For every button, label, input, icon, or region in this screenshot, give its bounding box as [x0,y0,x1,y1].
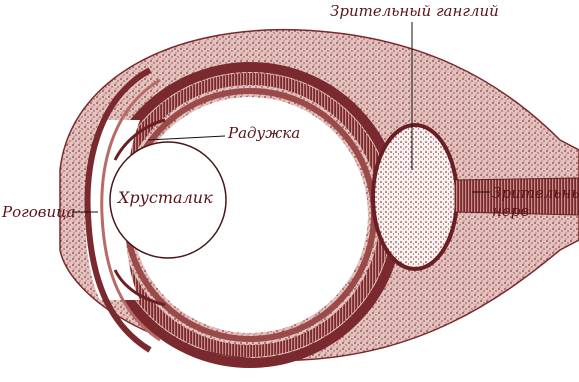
label-lens: Хрусталик [118,190,213,206]
label-optic-ganglion: Зрительный ганглий [330,4,499,19]
label-cornea: Роговица [2,205,76,220]
label-iris: Радужка [228,126,300,141]
label-optic-nerve: Зрительный нерв [492,184,579,220]
label-optic-nerve-line1: Зрительный [492,184,579,202]
label-optic-nerve-line2: нерв [492,202,579,220]
optic-ganglion [373,125,457,269]
